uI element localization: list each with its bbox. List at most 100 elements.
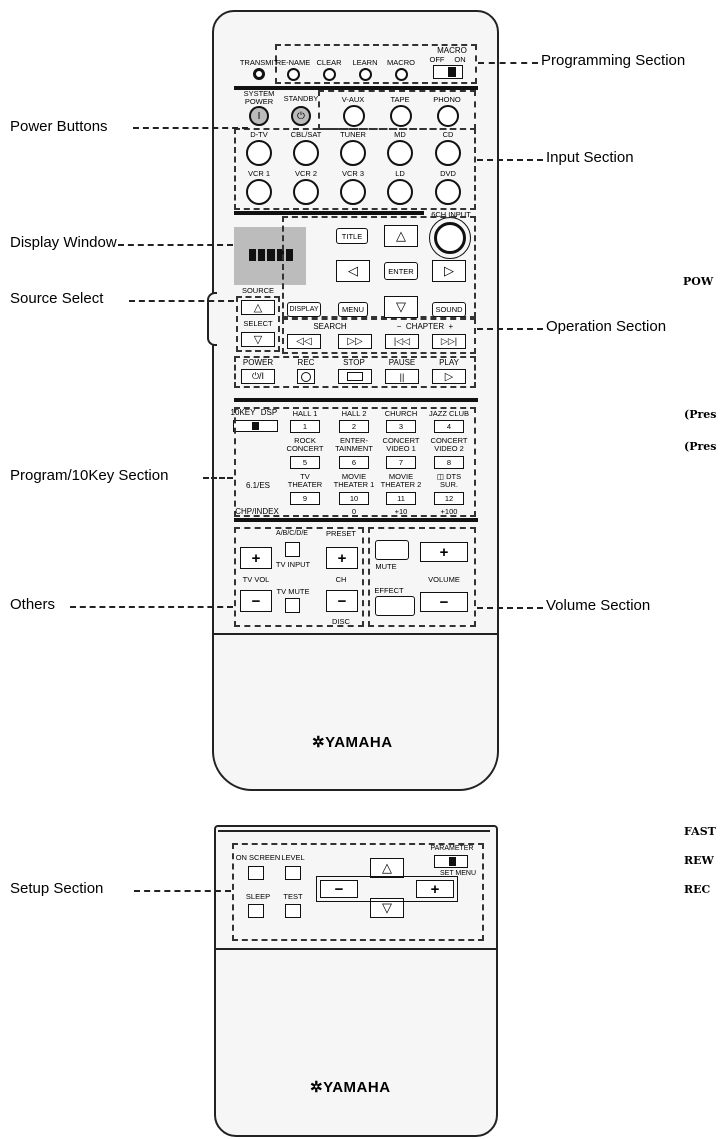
cblsat-button[interactable]: [293, 140, 319, 166]
sound-button[interactable]: SOUND: [432, 302, 466, 317]
divider-input: [234, 211, 424, 215]
program-label-tv-theater: TV THEATER: [287, 472, 323, 489]
cursor-down-button[interactable]: ▽: [384, 296, 418, 318]
ch-down-button[interactable]: −: [326, 590, 358, 612]
display-button[interactable]: DISPLAY: [287, 302, 321, 317]
rename-button[interactable]: [287, 68, 300, 81]
search-rew-button[interactable]: ◁◁: [287, 334, 321, 349]
tuner-button[interactable]: [340, 140, 366, 166]
setup-up-button[interactable]: △: [370, 858, 404, 878]
play-button[interactable]: ▷: [432, 369, 466, 384]
program-key-12[interactable]: 12: [434, 492, 464, 505]
cursor-up-button[interactable]: △: [384, 225, 418, 247]
test-button[interactable]: [285, 904, 301, 918]
ch-label: CH: [335, 575, 347, 584]
ch-up-button[interactable]: +: [326, 547, 358, 569]
program-key-9[interactable]: 9: [290, 492, 320, 505]
program-section-box: [234, 407, 476, 517]
vaux-button[interactable]: [343, 105, 365, 127]
stop-button[interactable]: [338, 369, 372, 384]
vcr1-button[interactable]: [246, 179, 272, 205]
input-label-phono: PHONO: [433, 95, 461, 104]
effect-button[interactable]: [375, 596, 415, 616]
setup-minus-button[interactable]: −: [320, 880, 358, 898]
setup-down-button[interactable]: ▽: [370, 898, 404, 918]
setup-plus-button[interactable]: +: [416, 880, 454, 898]
source-up-button[interactable]: △: [241, 300, 275, 315]
rec-label: REC: [297, 358, 315, 367]
title-button[interactable]: TITLE: [336, 228, 368, 244]
program-key-4[interactable]: 4: [434, 420, 464, 433]
program-key-10[interactable]: 10: [339, 492, 369, 505]
menu-button[interactable]: MENU: [338, 302, 368, 317]
search-ff-button[interactable]: ▷▷: [338, 334, 372, 349]
dtv-button[interactable]: [246, 140, 272, 166]
leader-operation: [477, 328, 543, 330]
chapter-next-button[interactable]: ▷▷|: [432, 334, 466, 349]
rec-button[interactable]: [297, 369, 315, 384]
enter-button[interactable]: ENTER: [384, 262, 418, 280]
input-label-cblsat: CBL/SAT: [290, 130, 322, 139]
divider-program: [234, 398, 478, 402]
tenkey-dsp-switch[interactable]: [233, 420, 278, 432]
leader-power: [133, 127, 248, 129]
pause-label: PAUSE: [388, 358, 416, 367]
system-power-button[interactable]: I: [249, 106, 269, 126]
md-button[interactable]: [387, 140, 413, 166]
macro-switch[interactable]: [433, 65, 463, 79]
clear-button[interactable]: [323, 68, 336, 81]
program-key-11[interactable]: 11: [386, 492, 416, 505]
dvd-button[interactable]: [435, 179, 461, 205]
program-key-1[interactable]: 1: [290, 420, 320, 433]
program-key-5[interactable]: 5: [290, 456, 320, 469]
sleep-button[interactable]: [248, 904, 264, 918]
volume-up-button[interactable]: +: [420, 542, 468, 562]
parameter-set-menu-switch[interactable]: [434, 855, 468, 868]
callout-operation: Operation Section: [546, 318, 667, 335]
tape-button[interactable]: [390, 105, 412, 127]
source-power-button[interactable]: ⏻/I: [241, 369, 275, 384]
input-label-tuner: TUNER: [340, 130, 366, 139]
cd-button[interactable]: [435, 140, 461, 166]
leader-source: [129, 300, 234, 302]
source-down-button[interactable]: ▽: [241, 332, 275, 347]
macro-button[interactable]: [395, 68, 408, 81]
standby-button[interactable]: ⏻: [291, 106, 311, 126]
vcr2-button[interactable]: [293, 179, 319, 205]
level-button[interactable]: [285, 866, 301, 880]
on-screen-button[interactable]: [248, 866, 264, 880]
transmit-label: TRANSMIT: [239, 58, 279, 67]
standby-label: STANDBY: [283, 94, 319, 103]
volume-down-button[interactable]: −: [420, 592, 468, 612]
program-key-2[interactable]: 2: [339, 420, 369, 433]
others-section-box: [234, 527, 364, 627]
tv-vol-down-button[interactable]: −: [240, 590, 272, 612]
programming-section-box: [275, 44, 477, 84]
program-key-6[interactable]: 6: [339, 456, 369, 469]
program-key-8[interactable]: 8: [434, 456, 464, 469]
pause-button[interactable]: ||: [385, 369, 419, 384]
program-label-dts-sur: ◫ DTS SUR.: [436, 472, 462, 489]
input-label-tape: TAPE: [390, 95, 410, 104]
mute-button[interactable]: [375, 540, 409, 560]
chapter-label: − CHAPTER +: [396, 322, 454, 331]
es-label: 6.1/ES: [245, 481, 271, 490]
cursor-left-button[interactable]: ◁: [336, 260, 370, 282]
vcr3-button[interactable]: [340, 179, 366, 205]
chapter-prev-button[interactable]: |◁◁: [385, 334, 419, 349]
program-key-3[interactable]: 3: [386, 420, 416, 433]
phono-button[interactable]: [437, 105, 459, 127]
tv-input-button[interactable]: [285, 542, 300, 557]
tenkey-label: 10KEY: [230, 408, 256, 417]
tv-mute-button[interactable]: [285, 598, 300, 613]
program-key-7[interactable]: 7: [386, 456, 416, 469]
learn-button[interactable]: [359, 68, 372, 81]
tv-vol-up-button[interactable]: +: [240, 547, 272, 569]
brand-logo-main: ✲YAMAHA: [312, 734, 393, 751]
program-label-concert-video1: CONCERT VIDEO 1: [382, 436, 420, 453]
remote-side-bump: [207, 292, 217, 346]
display-segments: [249, 249, 294, 261]
ld-button[interactable]: [387, 179, 413, 205]
volume-section-box: [368, 527, 476, 627]
cursor-right-button[interactable]: ▷: [432, 260, 466, 282]
